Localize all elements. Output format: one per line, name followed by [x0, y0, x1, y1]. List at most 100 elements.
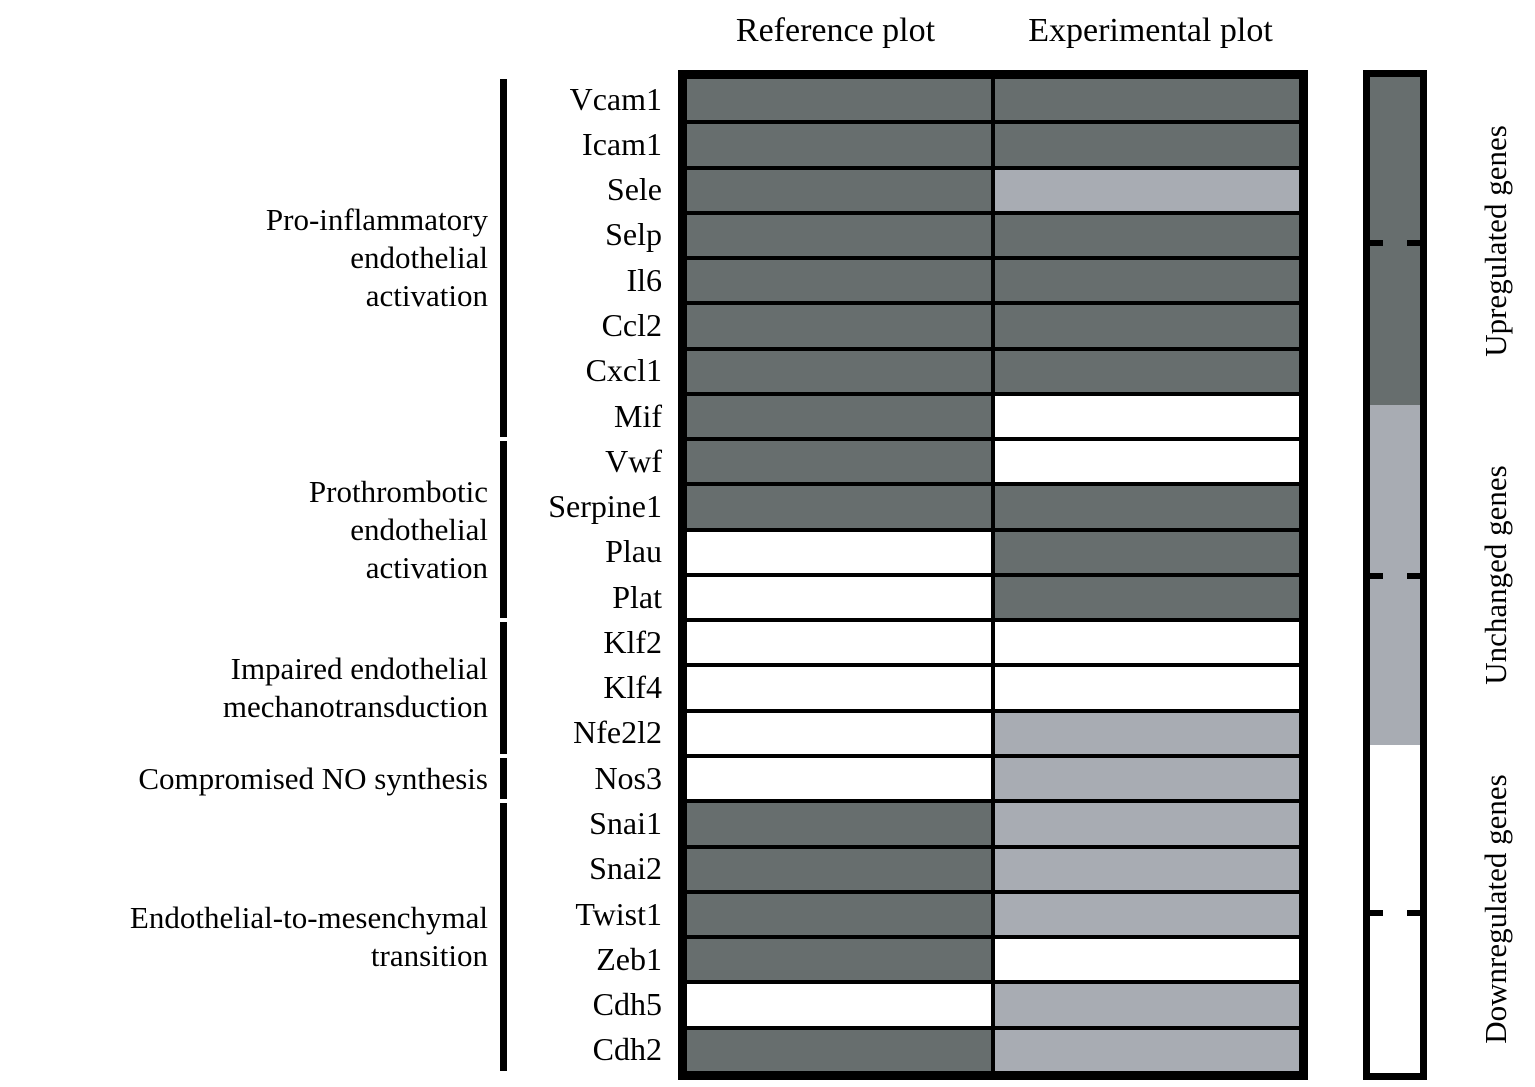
category-bracket	[500, 79, 507, 438]
heatmap-row	[685, 937, 1301, 983]
heatmap-cell	[685, 891, 993, 938]
category-label-line: Impaired endothelial	[230, 651, 488, 687]
heatmap-row	[685, 258, 1301, 304]
category-bracket	[500, 758, 507, 800]
heatmap-cell	[993, 303, 1301, 349]
category-label-line: activation	[365, 278, 488, 314]
gene-label: Cxcl1	[585, 352, 662, 389]
heatmap-cell	[993, 484, 1301, 530]
gene-label: Plau	[605, 533, 662, 570]
gene-label: Twist1	[575, 895, 662, 932]
legend-colorbar-tick	[1407, 240, 1420, 246]
heatmap-row	[685, 393, 1301, 440]
heatmap-cell	[685, 710, 993, 756]
heatmap-cell	[685, 574, 993, 621]
heatmap-row	[685, 529, 1301, 575]
heatmap-row	[685, 801, 1301, 847]
heatmap-row	[685, 77, 1301, 123]
legend-label-downregulated: Downregulated genes	[1478, 774, 1513, 1044]
heatmap-cell	[685, 755, 993, 802]
heatmap-cell	[685, 77, 993, 123]
gene-label: Nos3	[594, 759, 662, 796]
heatmap-cell	[685, 801, 993, 847]
heatmap-cell	[685, 122, 993, 168]
heatmap-cell	[993, 122, 1301, 168]
heatmap-row	[685, 846, 1301, 892]
category-label-line: Endothelial-to-mesenchymal	[129, 900, 488, 936]
heatmap-row	[685, 891, 1301, 938]
heatmap-cell	[993, 439, 1301, 485]
gene-label: Icam1	[582, 125, 662, 162]
heatmap-cell	[685, 665, 993, 711]
heatmap-cell	[993, 77, 1301, 123]
heatmap-row	[685, 167, 1301, 213]
category-label: Compromised NO synthesis	[138, 760, 488, 798]
heatmap-cell	[685, 1027, 993, 1073]
heatmap-cell	[993, 755, 1301, 802]
heatmap-row	[685, 755, 1301, 802]
heatmap-cell	[685, 620, 993, 666]
gene-label: Klf4	[603, 669, 662, 706]
heatmap-cell	[993, 801, 1301, 847]
gene-label: Vwf	[605, 442, 662, 479]
gene-label: Ccl2	[601, 307, 662, 343]
gene-label: Cdh5	[592, 986, 662, 1023]
heatmap-row	[685, 122, 1301, 168]
category-label-line: endothelial	[350, 511, 488, 547]
heatmap-cell	[993, 393, 1301, 440]
heatmap-cell	[993, 982, 1301, 1028]
heatmap-cell	[685, 484, 993, 530]
category-label-line: mechanotransduction	[222, 689, 488, 725]
heatmap-row	[685, 665, 1301, 711]
gene-label: Zeb1	[596, 940, 662, 977]
heatmap-row	[685, 348, 1301, 394]
gene-label: Snai1	[589, 805, 662, 841]
heatmap-cell	[993, 937, 1301, 983]
heatmap-cell	[685, 982, 993, 1028]
heatmap-cell	[993, 1027, 1301, 1073]
heatmap-cell	[685, 846, 993, 892]
category-label-line: Compromised NO synthesis	[138, 760, 488, 796]
heatmap-cell	[685, 393, 993, 440]
heatmap-row	[685, 439, 1301, 485]
gene-label: Klf2	[603, 623, 662, 660]
gene-label: Plat	[612, 578, 662, 615]
heatmap-cell	[685, 167, 993, 213]
heatmap-row	[685, 574, 1301, 621]
category-label-line: endothelial	[350, 240, 488, 276]
gene-label: Cdh2	[592, 1031, 662, 1068]
category-label-line: Pro-inflammatory	[265, 202, 488, 238]
heatmap-cell	[993, 258, 1301, 304]
legend-colorbar-tick	[1407, 573, 1420, 579]
gene-label: Vcam1	[569, 80, 662, 117]
category-bracket	[500, 622, 507, 755]
category-bracket	[500, 803, 507, 1071]
heatmap-cell	[685, 348, 993, 394]
heatmap-cell	[685, 212, 993, 259]
heatmap-cell	[993, 574, 1301, 621]
legend-colorbar-tick	[1370, 240, 1383, 246]
gene-label: Mif	[614, 397, 662, 434]
heatmap-cell	[993, 891, 1301, 938]
gene-label: Snai2	[589, 850, 662, 887]
column-header-reference: Reference plot	[735, 12, 936, 49]
heatmap-cell	[685, 303, 993, 349]
legend-colorbar-tick	[1370, 573, 1383, 579]
category-label-line: activation	[365, 549, 488, 585]
legend-colorbar-tick	[1407, 910, 1420, 916]
heatmap-cell	[993, 710, 1301, 756]
heatmap-cell	[993, 167, 1301, 213]
heatmap-row	[685, 982, 1301, 1028]
heatmap-grid	[678, 70, 1308, 1080]
heatmap-cell	[685, 937, 993, 983]
heatmap-cell	[993, 620, 1301, 666]
category-label-line: transition	[370, 938, 488, 974]
category-bracket	[500, 441, 507, 619]
legend-colorbar-tick	[1370, 910, 1383, 916]
category-label-line: Prothrombotic	[308, 473, 488, 509]
heatmap-cell	[993, 529, 1301, 575]
